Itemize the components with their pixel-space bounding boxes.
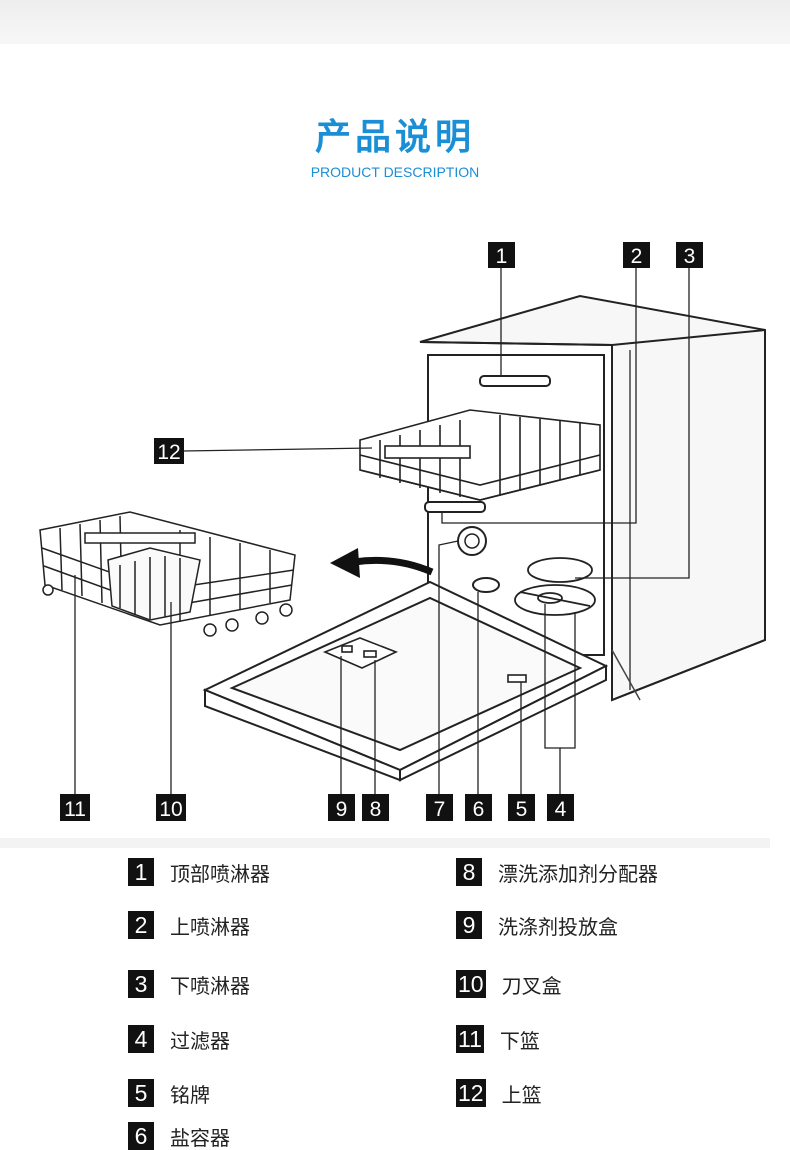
legend-label: 过滤器 (170, 1028, 230, 1053)
legend-item-2: 2 上喷淋器 (128, 911, 250, 939)
legend-item-5: 5 铭牌 (128, 1079, 210, 1107)
callout-5-number: 5 (516, 798, 528, 821)
legend-item-9: 9 洗涤剂投放盒 (456, 911, 618, 939)
legend-label: 顶部喷淋器 (170, 861, 270, 886)
legend-number: 2 (128, 911, 154, 939)
callout-6: 6 (465, 794, 492, 821)
callout-9: 9 (328, 794, 355, 821)
callout-11: 11 (60, 794, 90, 821)
legend-label: 上篮 (501, 1082, 542, 1107)
legend-number: 11 (456, 1025, 484, 1053)
callout-7-number: 7 (434, 798, 446, 821)
callout-4-number: 4 (555, 798, 567, 821)
legend-number: 12 (456, 1079, 486, 1107)
callout-3: 3 (676, 242, 703, 268)
lower-sprayer-shape (514, 557, 596, 616)
callout-3-number: 3 (684, 245, 696, 268)
legend-item-1: 1 顶部喷淋器 (128, 858, 270, 886)
upper-sprayer-shape (424, 501, 486, 513)
legend-item-3: 3 下喷淋器 (128, 970, 250, 998)
legend-number: 9 (456, 911, 482, 939)
legend-label: 下喷淋器 (170, 973, 250, 998)
callout-11-number: 11 (64, 798, 86, 821)
legend-item-11: 11 下篮 (456, 1025, 540, 1053)
legend-number: 10 (456, 970, 486, 998)
legend-number: 8 (456, 858, 482, 886)
leader-lines (74, 267, 690, 795)
legend-number: 3 (128, 970, 154, 998)
legend-label: 刀叉盒 (501, 973, 562, 998)
callout-5: 5 (508, 794, 535, 821)
cutlery-box-shape (84, 532, 201, 621)
legend-label: 上喷淋器 (170, 914, 250, 939)
callout-2-number: 2 (631, 245, 643, 268)
salt-container-cap-shape (472, 577, 500, 593)
dishwasher-diagram: 1 2 3 12 11 10 9 8 7 6 5 4 (0, 220, 790, 850)
legend-label: 漂洗添加剂分配器 (498, 861, 658, 886)
callout-2: 2 (623, 242, 650, 268)
upper-basket-shape (359, 409, 601, 501)
legend-number: 6 (128, 1122, 154, 1150)
legend-label: 盐容器 (170, 1125, 230, 1150)
top-sprayer-shape (479, 375, 551, 387)
legend-item-8: 8 漂洗添加剂分配器 (456, 858, 658, 886)
top-band (0, 0, 790, 44)
legend-number: 1 (128, 858, 154, 886)
page-subtitle: PRODUCT DESCRIPTION (310, 164, 480, 180)
callout-8-number: 8 (370, 798, 382, 821)
legend-label: 洗涤剂投放盒 (498, 914, 618, 939)
legend-number: 4 (128, 1025, 154, 1053)
callout-8: 8 (362, 794, 389, 821)
callout-9-number: 9 (336, 798, 348, 821)
callout-12: 12 (154, 438, 184, 464)
callout-1-number: 1 (496, 245, 508, 268)
page-title: 产品说明 (314, 117, 475, 158)
callout-4: 4 (547, 794, 574, 821)
callout-12-number: 12 (157, 441, 180, 464)
legend-label: 下篮 (499, 1028, 540, 1053)
detergent-dispenser-shape (322, 637, 399, 669)
callout-6-number: 6 (473, 798, 485, 821)
legend-item-12: 12 上篮 (456, 1079, 542, 1107)
legend-label: 铭牌 (170, 1082, 210, 1107)
legend-item-10: 10 刀叉盒 (456, 970, 562, 998)
legend-item-4: 4 过滤器 (128, 1025, 230, 1053)
rating-plate-shape (507, 674, 527, 683)
callout-10-number: 10 (159, 798, 182, 821)
basket-wheels (42, 584, 293, 637)
legend-item-6: 6 盐容器 (128, 1122, 230, 1150)
callout-1: 1 (488, 242, 515, 268)
callout-7: 7 (426, 794, 453, 821)
callout-boxes: 1 2 3 12 11 10 9 8 7 6 5 4 (60, 242, 703, 821)
callout-10: 10 (156, 794, 186, 821)
legend-number: 5 (128, 1079, 154, 1107)
pull-out-arrow (353, 556, 434, 576)
open-door-shape (202, 580, 609, 782)
